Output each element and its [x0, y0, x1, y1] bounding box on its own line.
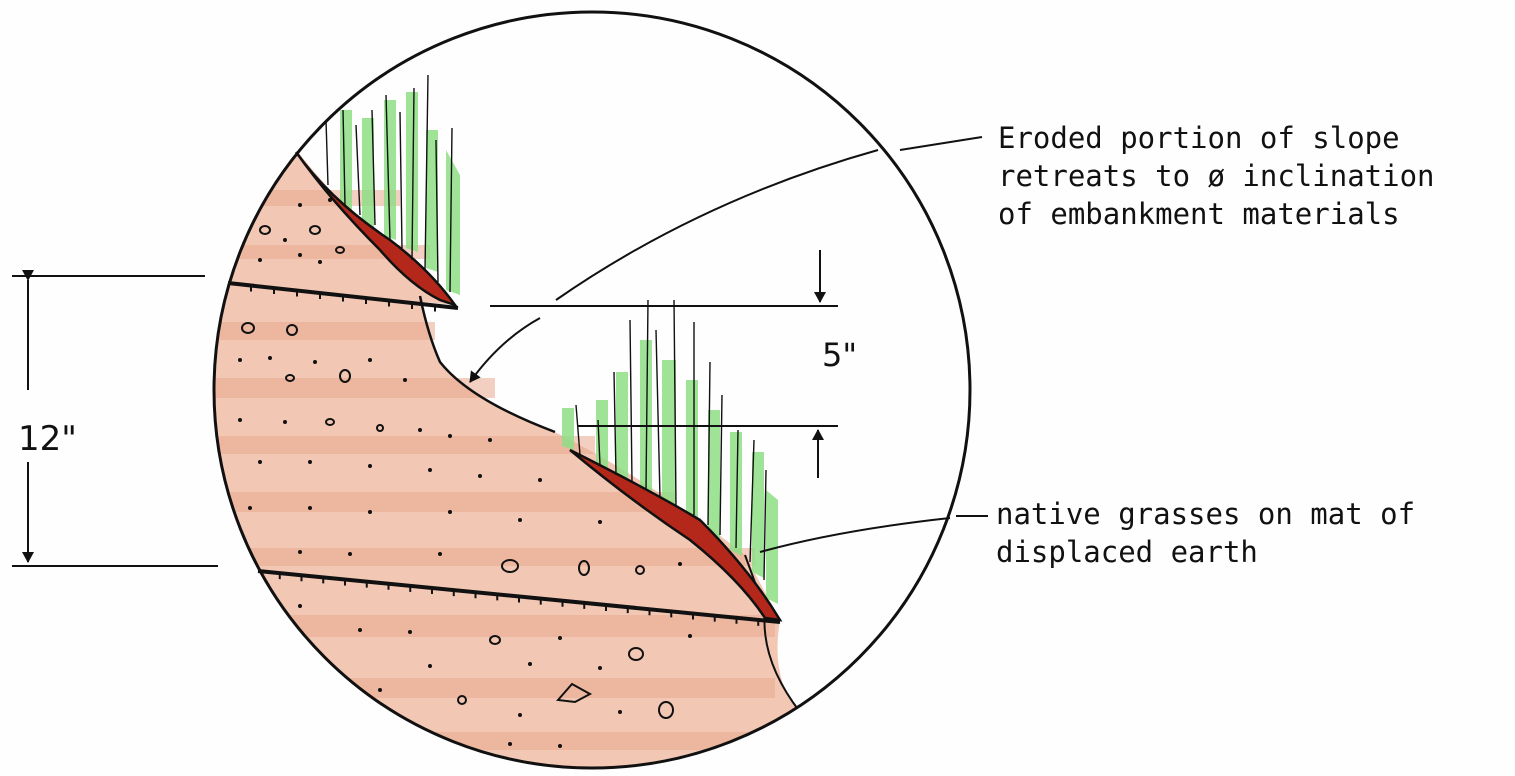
- eroded-text-line2: retreats to ø inclination: [998, 159, 1435, 193]
- eroded-text-line1: Eroded portion of slope: [998, 121, 1400, 155]
- grasses-annotation: native grasses on mat of displaced earth: [996, 497, 1415, 569]
- eroded-leader-arrow: [470, 318, 540, 382]
- dimension-12in-label: 12": [18, 419, 77, 459]
- eroded-text-line3: of embankment materials: [998, 197, 1400, 231]
- eroded-annotation: Eroded portion of slope retreats to ø in…: [998, 121, 1435, 231]
- grasses-text-line1: native grasses on mat of: [996, 497, 1415, 531]
- grasses-leader: [760, 518, 950, 552]
- eroded-leader: [556, 150, 878, 300]
- grasses-text-line2: displaced earth: [996, 535, 1258, 569]
- dimension-5in-label: 5": [822, 336, 857, 374]
